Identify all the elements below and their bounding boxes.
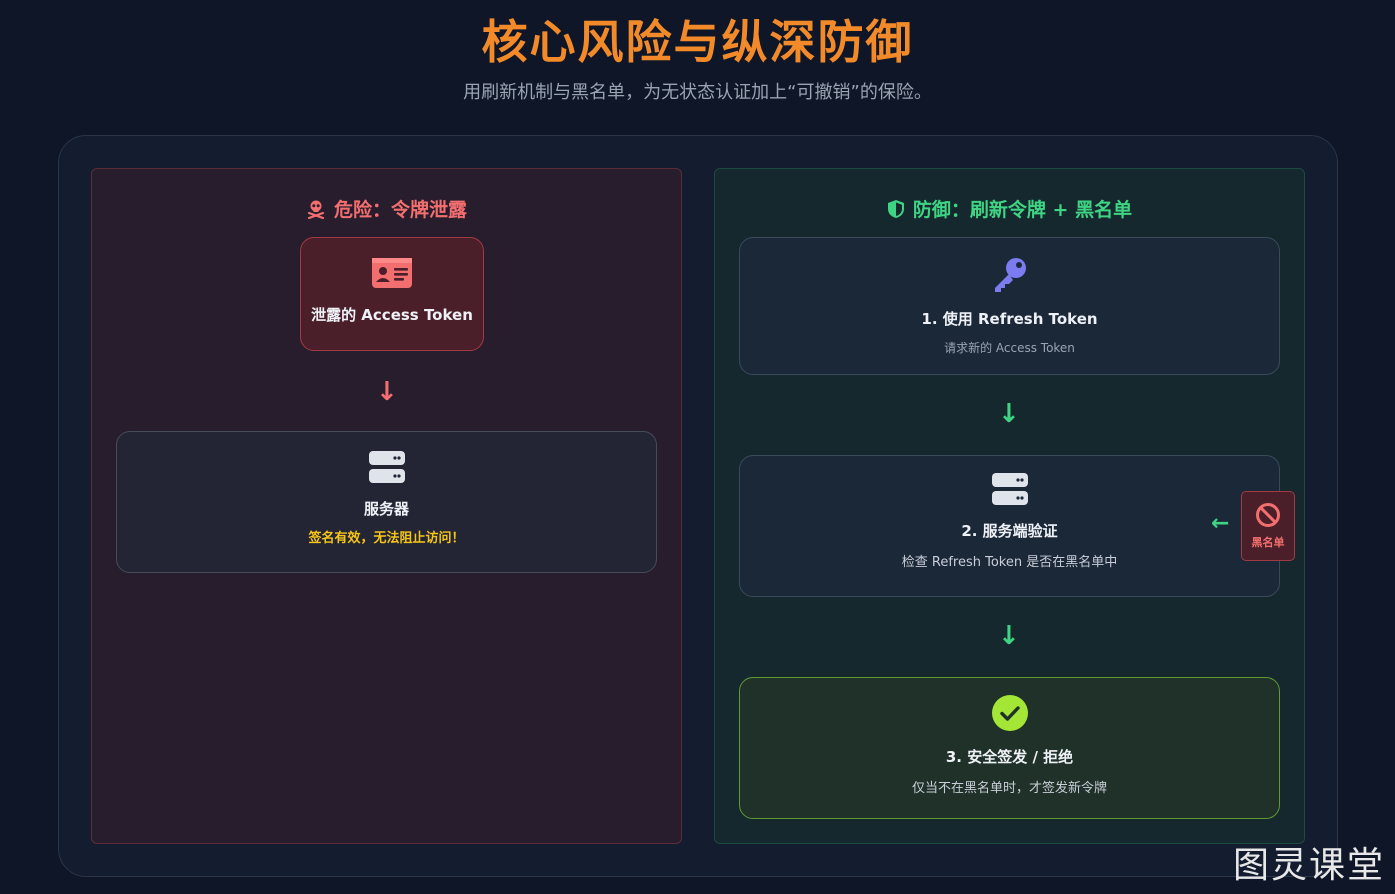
danger-heading: 危险：令牌泄露	[92, 195, 681, 222]
step-1-sub: 请求新的 Access Token	[944, 341, 1075, 355]
defense-panel: 防御：刷新令牌 + 黑名单 1. 使用 Refresh Token 请求新的 A…	[714, 168, 1305, 844]
server-label: 服务器	[363, 500, 409, 518]
defense-heading-text: 防御：刷新令牌 + 黑名单	[912, 199, 1133, 221]
id-card-icon	[372, 258, 412, 288]
server-card: 服务器 签名有效，无法阻止访问！	[116, 431, 657, 573]
skull-crossbones-icon	[307, 200, 325, 219]
step-2-label: 2. 服务端验证	[961, 522, 1058, 540]
defense-heading: 防御：刷新令牌 + 黑名单	[715, 195, 1304, 222]
blacklist-badge: 黑名单	[1241, 491, 1295, 561]
step-3-label: 3. 安全签发 / 拒绝	[945, 748, 1074, 766]
refresh-token-step: 1. 使用 Refresh Token 请求新的 Access Token	[739, 237, 1280, 375]
leaked-token-card: 泄露的 Access Token	[300, 237, 484, 351]
watermark: 图灵课堂	[1232, 845, 1385, 886]
page-subtitle: 用刷新机制与黑名单，为无状态认证加上“可撤销”的保险。	[463, 82, 932, 103]
server-verify-step: 2. 服务端验证 检查 Refresh Token 是否在黑名单中	[739, 455, 1280, 597]
server-icon	[368, 451, 405, 483]
page-title: 核心风险与纵深防御	[481, 15, 914, 69]
defense-arrow-down-2: ↓	[998, 621, 1020, 651]
blacklist-arrow: ←	[1211, 511, 1230, 536]
check-circle-icon	[991, 695, 1028, 731]
key-icon	[994, 258, 1026, 292]
defense-arrow-down-1: ↓	[998, 399, 1020, 429]
server-icon	[991, 473, 1028, 505]
shield-icon	[887, 199, 904, 218]
server-warning: 签名有效，无法阻止访问！	[308, 531, 465, 546]
leaked-token-label: 泄露的 Access Token	[311, 306, 473, 324]
step-1-label: 1. 使用 Refresh Token	[921, 310, 1098, 328]
danger-heading-text: 危险：令牌泄露	[333, 199, 467, 221]
step-2-sub: 检查 Refresh Token 是否在黑名单中	[901, 555, 1118, 570]
danger-panel: 危险：令牌泄露 泄露的 Access Token ↓	[91, 168, 682, 844]
blacklist-label: 黑名单	[1251, 536, 1285, 549]
ban-icon	[1256, 503, 1280, 527]
danger-arrow-down: ↓	[376, 377, 398, 407]
issue-token-step: 3. 安全签发 / 拒绝 仅当不在黑名单时，才签发新令牌	[739, 677, 1280, 819]
step-3-sub: 仅当不在黑名单时，才签发新令牌	[911, 781, 1107, 796]
